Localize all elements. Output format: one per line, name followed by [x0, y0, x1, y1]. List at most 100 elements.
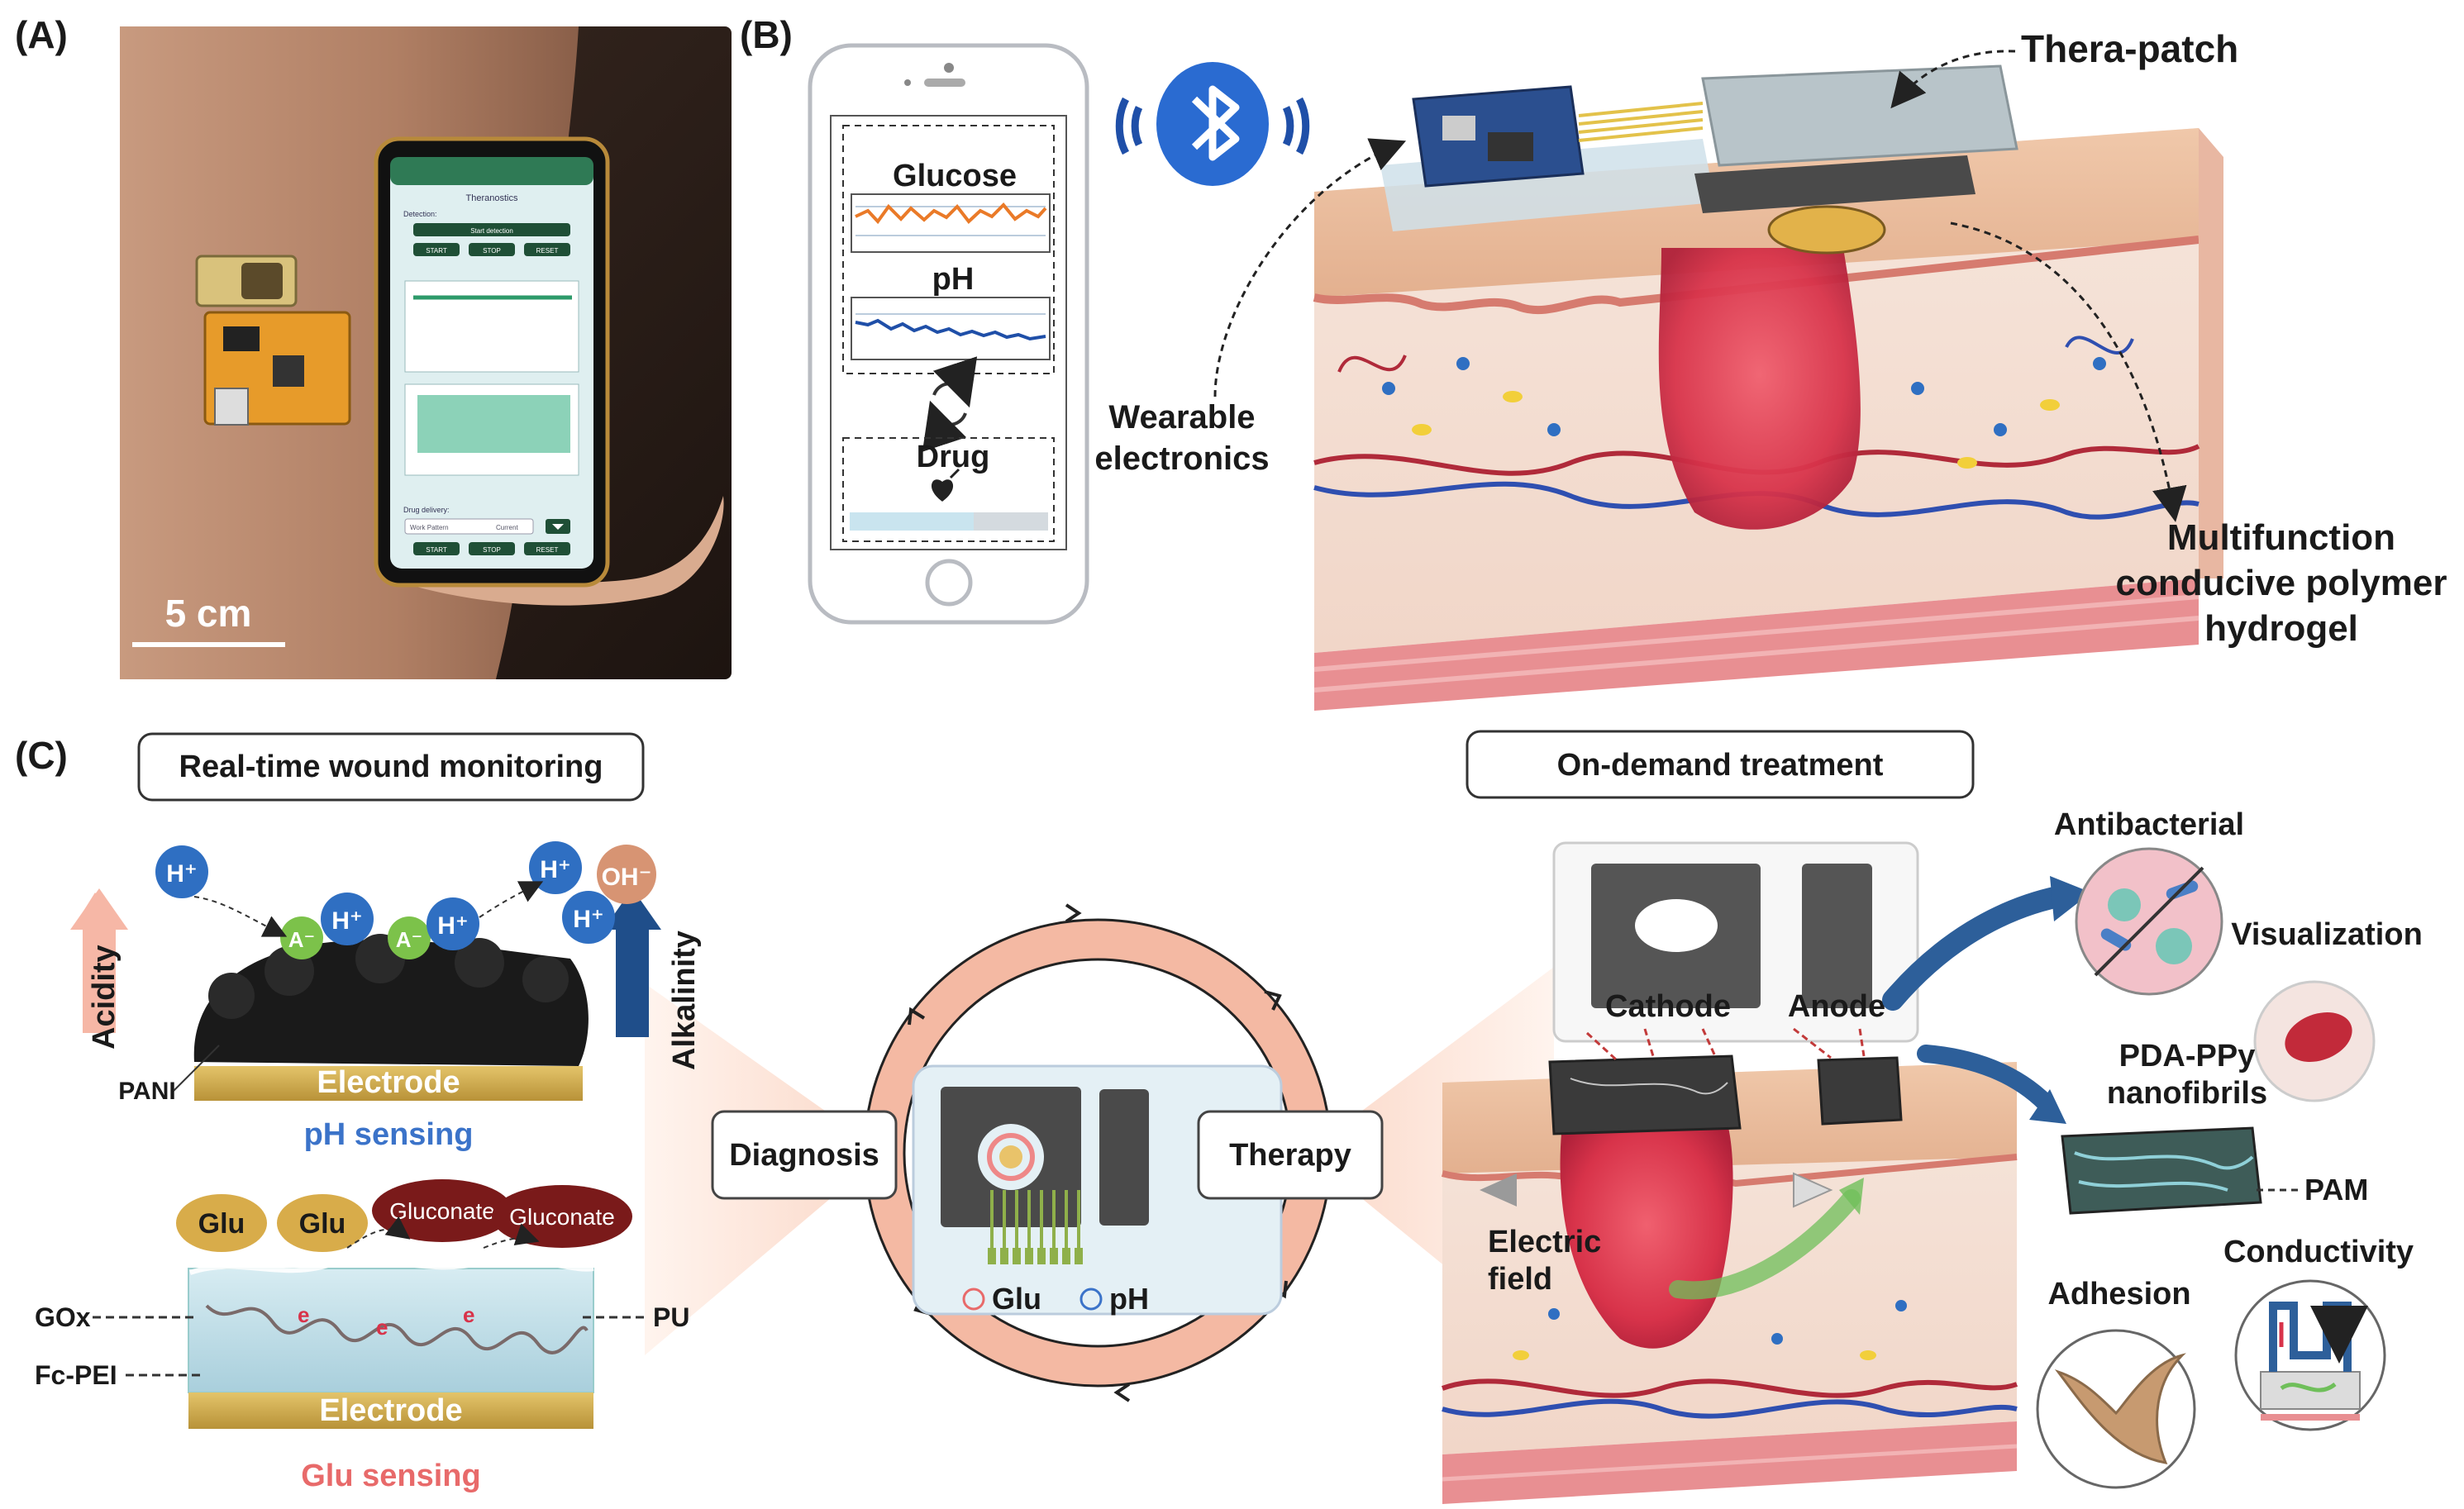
pani-particle — [522, 956, 569, 1002]
treatment-ion — [1771, 1333, 1783, 1345]
b-cycle-icon — [932, 356, 978, 408]
glu-electrode — [188, 1392, 593, 1429]
pu-membrane — [189, 1257, 594, 1275]
pam-label: PAM — [2304, 1173, 2368, 1207]
ion-path-arrow-2 — [479, 881, 544, 918]
a-ion-label: A⁻ — [288, 927, 316, 952]
glu-bubble-a — [176, 1194, 267, 1252]
drug-release-arrow-head — [1839, 1178, 1864, 1215]
pu-label: PU — [653, 1302, 689, 1332]
sensor-window — [241, 263, 283, 299]
b-wearable-label-line1: Wearable — [1108, 399, 1255, 436]
gox-label: GOx — [35, 1302, 91, 1332]
nanofibril-texture — [2074, 1151, 2254, 1170]
ph-electrode-label: Electrode — [317, 1065, 460, 1100]
patch-wound-window — [1767, 205, 1886, 255]
antibacterial-label: Antibacterial — [2054, 807, 2244, 842]
device-traces — [990, 1190, 1080, 1248]
app-mode-field[interactable] — [404, 518, 534, 535]
device-anode-pad — [1099, 1089, 1149, 1226]
a-ion — [280, 916, 323, 959]
panel-label-b: (B) — [740, 13, 793, 56]
app-mode-value: Current — [496, 524, 518, 531]
app-start-label: START — [426, 247, 447, 255]
anode-label: Anode — [1788, 989, 1885, 1024]
curved-arrow-down-head — [2029, 1089, 2066, 1124]
patch-traces — [1578, 102, 1704, 142]
b-cycle-icon-lower — [922, 400, 967, 452]
curved-arrow-down — [1917, 1045, 2055, 1112]
electric-field-label-line2: field — [1488, 1262, 1552, 1297]
b-phone-camera — [944, 63, 954, 73]
chevron-down-icon — [552, 524, 564, 530]
ion-path-arrow — [193, 896, 288, 937]
a-ion — [388, 916, 431, 959]
app-title: Theranostics — [466, 193, 518, 203]
fc-pei-chains — [205, 1304, 589, 1354]
adhesion-icon — [2036, 1329, 2196, 1489]
electron-label-3: e — [463, 1302, 474, 1327]
acidity-arrow-shaft — [83, 926, 116, 1033]
treatment-ion — [1895, 1300, 1907, 1311]
ph-sensing-label: pH sensing — [304, 1117, 474, 1152]
app-stop-button[interactable] — [469, 243, 515, 256]
treatment-hydrogel-anode — [1817, 1056, 1903, 1126]
b-wearable-label-line2: electronics — [1094, 440, 1269, 477]
panel-b: (B) Glucose pH Drug — [740, 13, 2447, 711]
alkalinity-arrow-head — [603, 888, 661, 930]
glu-sensing-diagram: Glu Glu Gluconate Gluconate e e e Electr… — [35, 1179, 689, 1493]
app-reset-button-2[interactable] — [524, 542, 570, 555]
pcb-chip — [223, 326, 260, 351]
b-drug-box — [842, 437, 1055, 542]
b-wearable-arrow — [1213, 138, 1407, 397]
c-monitoring-title: Real-time wound monitoring — [179, 750, 603, 784]
theranostic-cycle: Glu pH Diagnosis Therapy — [711, 903, 1384, 1402]
app-start-detection-label: Start detection — [470, 227, 513, 235]
legend-glu-marker — [962, 1288, 985, 1311]
b-phone-home-button — [925, 559, 973, 607]
electric-field-arrow-right — [1793, 1172, 1833, 1208]
alkalinity-arrow-shaft — [616, 926, 649, 1037]
h-ion-label: H⁺ — [166, 860, 198, 888]
app-start-button[interactable] — [413, 243, 460, 256]
adhesion-hydrogel-fold — [2054, 1353, 2186, 1464]
treatment-cell — [1860, 1350, 1876, 1360]
b-thera-patch-arrow — [1890, 50, 2016, 109]
hydrogel-features: Antibacterial Visualization PDA-PPy nano… — [1882, 807, 2423, 1489]
curved-arrow-up-head — [2050, 876, 2091, 921]
app-stop-button-2[interactable] — [469, 542, 515, 555]
b-hydrogel-label-line1: Multifunction — [2167, 517, 2395, 558]
electric-field-arrow-left — [1480, 1173, 1517, 1207]
hand — [388, 496, 724, 606]
b-monitor-box — [842, 125, 1055, 374]
scale-bar-label: 5 cm — [165, 592, 252, 635]
pda-ppy-label-line2: nanofibrils — [2107, 1076, 2267, 1111]
glu-electrode-label: Electrode — [319, 1393, 462, 1428]
app-reset-label: RESET — [536, 247, 559, 255]
app-start-detection-button[interactable] — [413, 223, 570, 236]
legend-glu-label: Glu — [992, 1282, 1041, 1316]
drug-release-arrow — [1669, 1189, 1861, 1300]
app-reset-label-2: RESET — [536, 546, 559, 554]
curved-arrow-up — [1882, 886, 2069, 1011]
therapy-label: Therapy — [1229, 1138, 1351, 1173]
h-ion-label: H⁺ — [437, 912, 469, 940]
syringe-heart-icon — [932, 468, 960, 502]
gluconate-bubble-a-label: Gluconate — [389, 1198, 495, 1224]
skin-block-b — [1313, 128, 2223, 711]
wearable-pcb-chip-2 — [1488, 132, 1533, 161]
pani-leader-line — [173, 1045, 220, 1092]
b-glucose-chart — [851, 193, 1051, 253]
device-pins — [988, 1248, 1083, 1264]
h-ion-label: H⁺ — [331, 907, 363, 935]
app-reset-button[interactable] — [524, 243, 570, 256]
hydrogel-fiber-texture — [1570, 1078, 1728, 1095]
conductivity-pathway — [2280, 1382, 2337, 1392]
pcb-connector — [214, 388, 249, 426]
c-treatment-title-box — [1466, 730, 1975, 799]
diagnosis-box — [711, 1110, 898, 1200]
glu-hydrogel-layer — [188, 1268, 594, 1393]
glu-reaction-arrow-2 — [483, 1223, 540, 1249]
app-start-button-2[interactable] — [413, 542, 460, 555]
